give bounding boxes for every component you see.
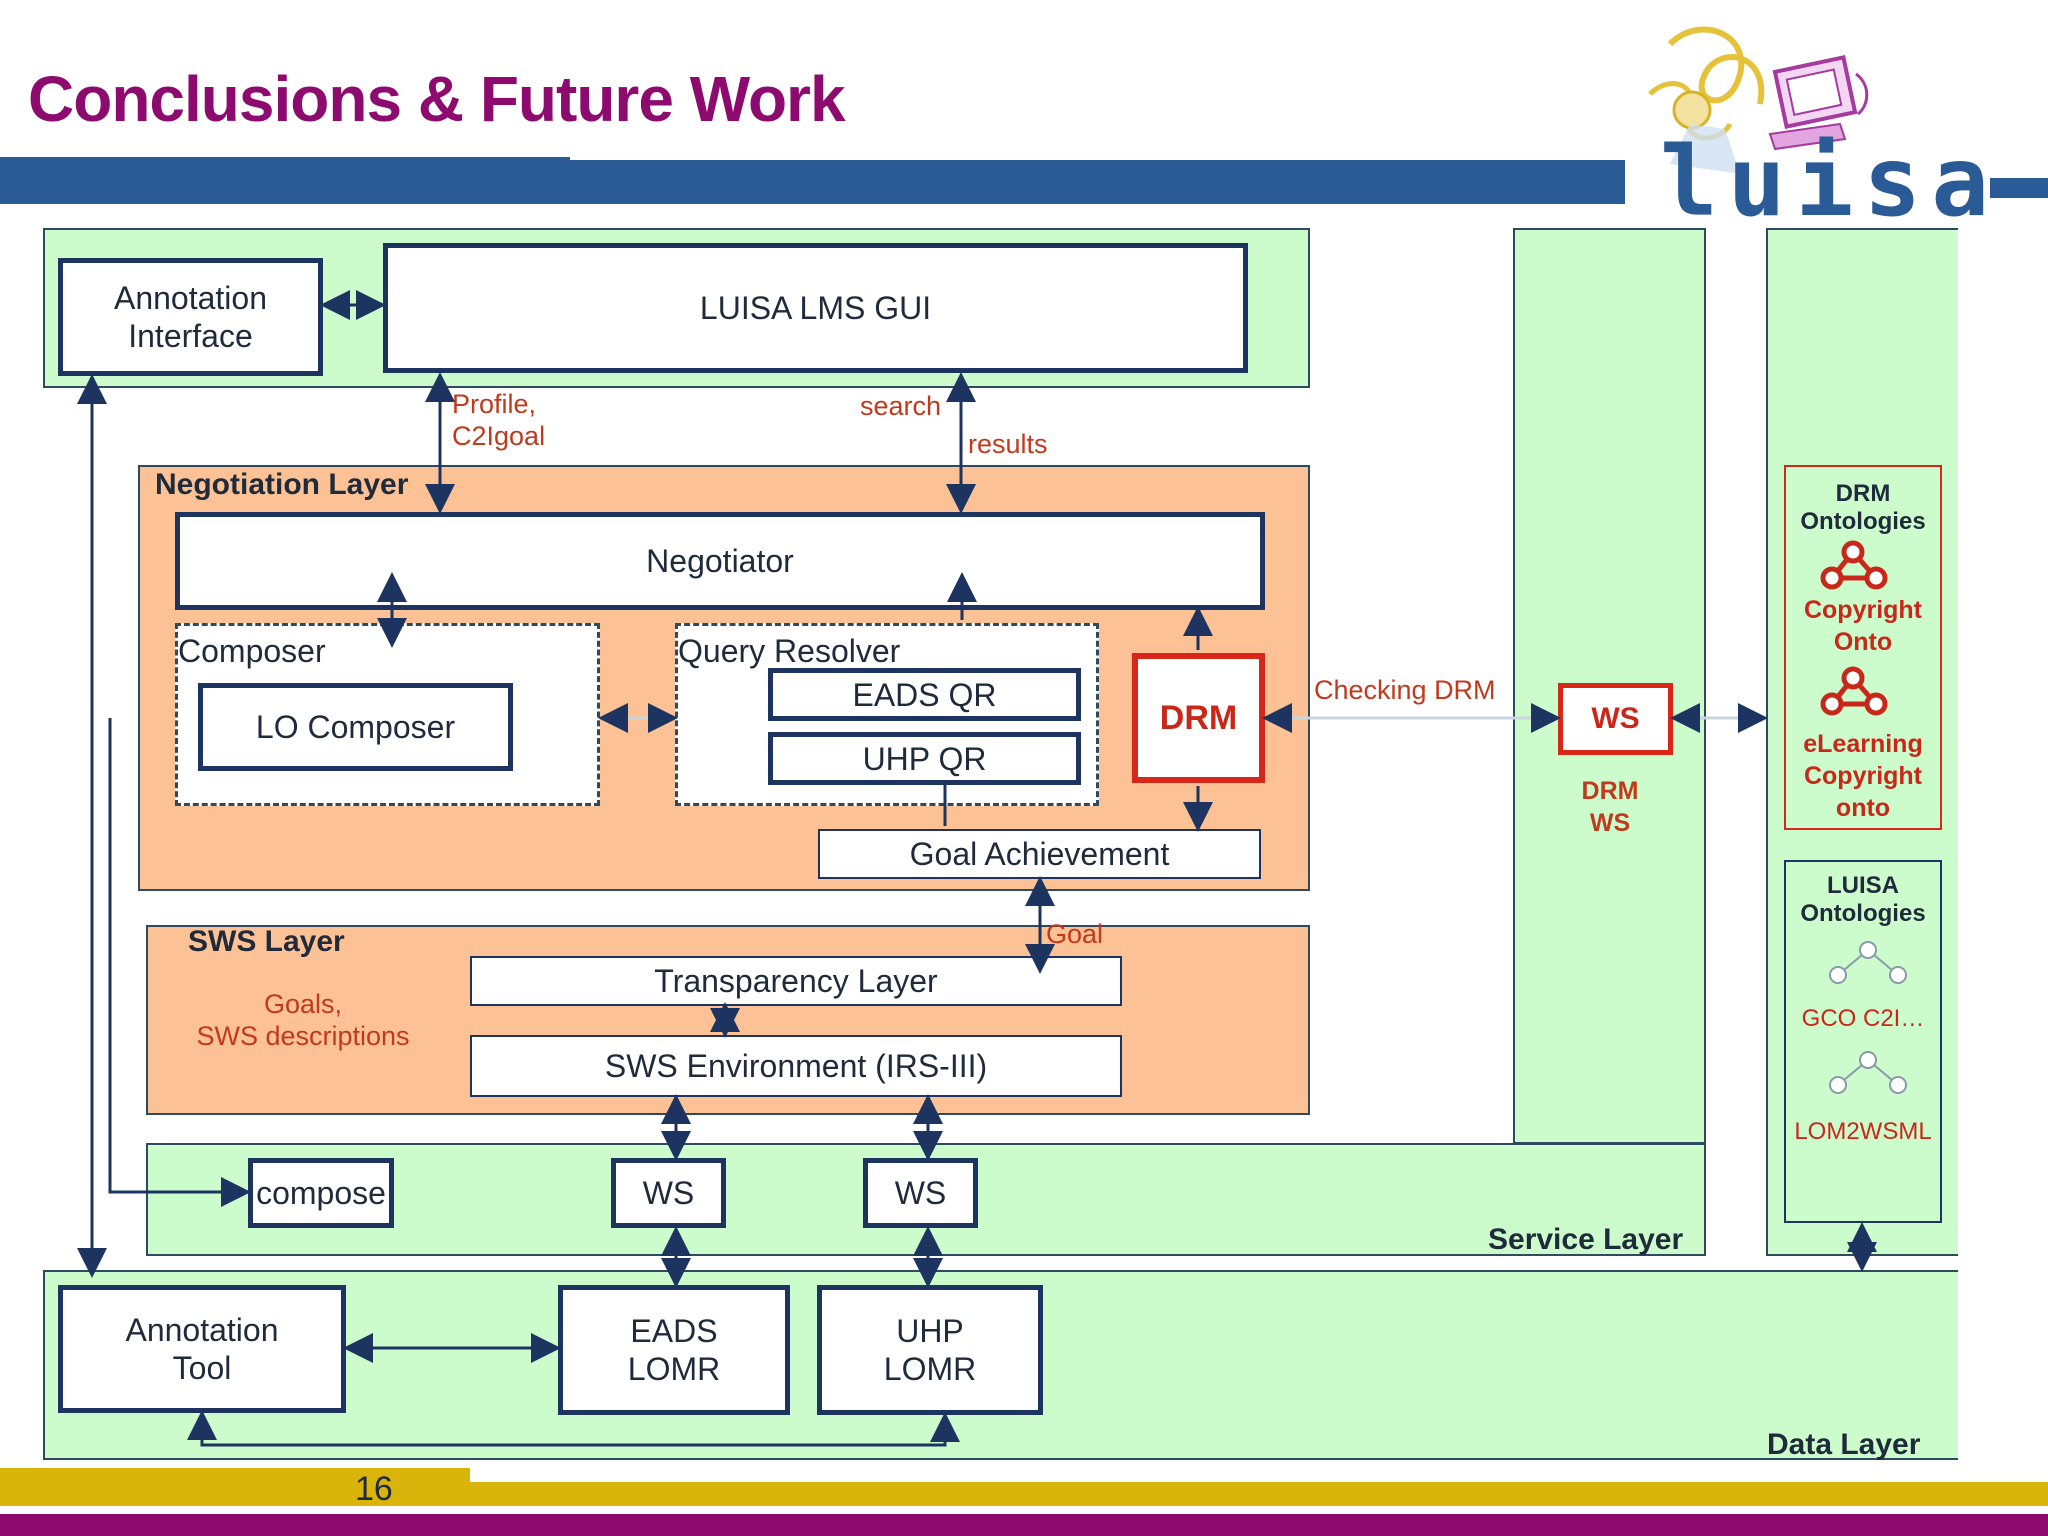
annotation-interface-box[interactable]: Annotation Interface: [58, 258, 323, 376]
negotiator-box[interactable]: Negotiator: [175, 512, 1265, 610]
service-layer-label: Service Layer: [1488, 1223, 1684, 1256]
header-band: [0, 160, 1625, 204]
ws-box-1[interactable]: WS: [611, 1158, 726, 1228]
luisa-lms-gui-box[interactable]: LUISA LMS GUI: [383, 243, 1248, 373]
ws-box-2[interactable]: WS: [863, 1158, 978, 1228]
negotiation-layer-label: Negotiation Layer: [155, 468, 409, 501]
luisa-ontologies-title: LUISA Ontologies: [1800, 872, 1926, 927]
logo-figure-icon: [1648, 26, 1869, 174]
composer-label: Composer: [178, 633, 326, 669]
header-band-right: [1990, 178, 2048, 198]
uhp-lomr-box[interactable]: UHP LOMR: [817, 1285, 1043, 1415]
footer-purple-bar: [0, 1514, 2048, 1536]
sws-environment-box[interactable]: SWS Environment (IRS-III): [470, 1035, 1122, 1097]
lo-composer-box[interactable]: LO Composer: [198, 683, 513, 771]
copyright-onto-label: Copyright Onto: [1803, 596, 1923, 656]
query-resolver-label: Query Resolver: [678, 633, 901, 669]
goal-achievement-box[interactable]: Goal Achievement: [818, 829, 1261, 879]
compose-box[interactable]: compose: [248, 1158, 394, 1228]
eads-qr-box[interactable]: EADS QR: [768, 668, 1081, 721]
footer-yellow-tab: [0, 1468, 470, 1506]
elearning-onto-label: eLearning Copyright onto: [1803, 730, 1923, 822]
logo-text: luisa: [1660, 126, 1999, 238]
header-band-accent: [0, 157, 570, 167]
search-label: search: [860, 391, 942, 421]
data-layer-label: Data Layer: [1767, 1428, 1921, 1461]
checking-drm-label: Checking DRM: [1314, 675, 1496, 705]
drm-box[interactable]: DRM: [1132, 653, 1265, 783]
lom2wsml-label: LOM2WSML: [1794, 1118, 1932, 1145]
goals-sws-label: Goals, SWS descriptions: [196, 989, 410, 1051]
slide-title: Conclusions & Future Work: [28, 63, 846, 135]
drm-ontologies-box: [1784, 465, 1942, 830]
results-label: results: [968, 429, 1048, 459]
profile-label: Profile, C2Igoal: [452, 389, 546, 451]
goal-label: Goal: [1046, 919, 1104, 949]
drm-ws-label: DRM WS: [1581, 777, 1639, 837]
transparency-layer-box[interactable]: Transparency Layer: [470, 956, 1122, 1006]
sws-layer-label: SWS Layer: [188, 925, 345, 958]
annotation-tool-box[interactable]: Annotation Tool: [58, 1285, 346, 1413]
uhp-qr-box[interactable]: UHP QR: [768, 732, 1081, 785]
gco-label: GCO C2I…: [1801, 1005, 1925, 1032]
drm-ontologies-title: DRM Ontologies: [1800, 480, 1926, 535]
eads-lomr-box[interactable]: EADS LOMR: [558, 1285, 790, 1415]
drm-ws-box[interactable]: WS: [1558, 683, 1673, 755]
luisa-logo: [1630, 14, 1950, 214]
page-number: 16: [355, 1470, 393, 1508]
